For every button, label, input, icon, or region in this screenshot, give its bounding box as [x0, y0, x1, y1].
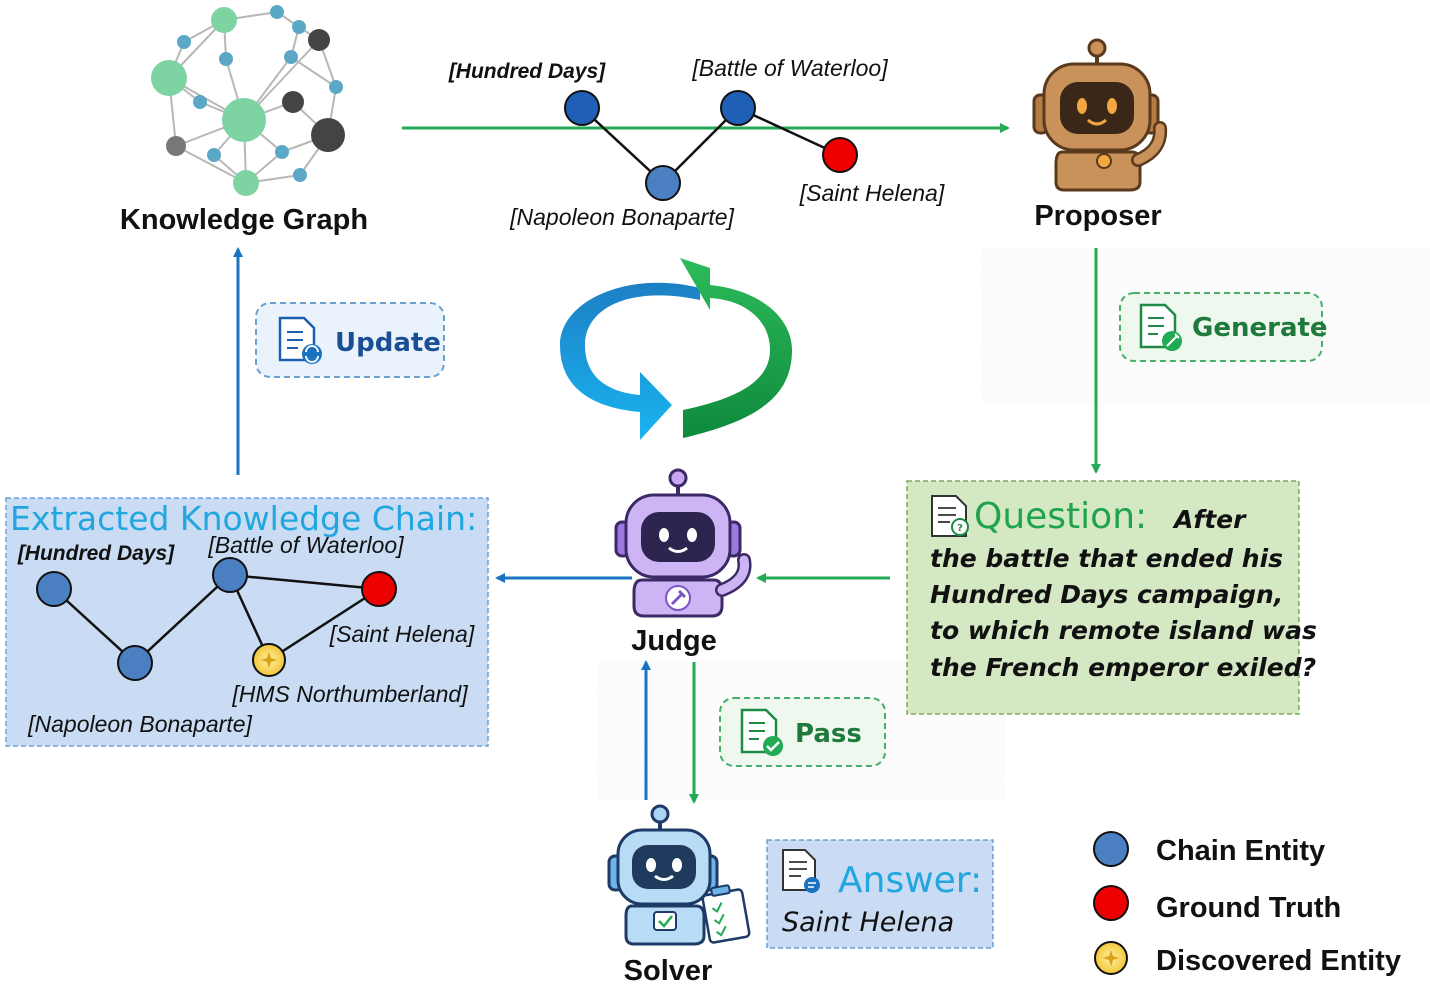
answer-title: Answer: [838, 860, 982, 901]
extracted-chain-title: Extracted Knowledge Chain: [10, 499, 477, 538]
entity-label: [Hundred Days] [448, 60, 606, 83]
legend-ground-truth-swatch [1093, 885, 1129, 921]
ground-truth-node [361, 571, 397, 607]
sparkle-icon [1103, 950, 1119, 966]
pass-label: Pass [795, 719, 862, 749]
entity-label: [Hundred Days] [17, 542, 175, 565]
refresh-icon [302, 344, 322, 364]
legend-chain-entity: Chain Entity [1156, 835, 1325, 867]
gavel-icon [665, 585, 691, 611]
generate-label: Generate [1192, 313, 1328, 343]
answer-value: Saint Helena [782, 907, 954, 938]
question-line: to which remote island was [930, 616, 1317, 645]
entity-label: [Saint Helena] [329, 621, 475, 647]
proposer-label: Proposer [1034, 200, 1161, 232]
robot-icon [1032, 38, 1168, 192]
chain-entity-node [564, 90, 600, 126]
document-icon: ? [931, 495, 969, 537]
solver-label: Solver [624, 955, 713, 987]
chain-entity-node [720, 90, 756, 126]
top-chain [564, 90, 858, 201]
question-line: After [1172, 505, 1247, 534]
question-line: Hundred Days campaign, [930, 580, 1283, 609]
entity-label: [Battle of Waterloo] [691, 55, 888, 81]
entity-label: [Battle of Waterloo] [207, 532, 404, 558]
network-graph-icon [151, 5, 345, 196]
update-label: Update [335, 328, 441, 358]
ground-truth-node [822, 137, 858, 173]
judge-label: Judge [631, 625, 716, 657]
entity-label: [Saint Helena] [799, 180, 945, 206]
question-title: Question: [974, 496, 1147, 537]
knowledge-graph-label: Knowledge Graph [120, 204, 368, 236]
entity-label: [Napoleon Bonaparte] [27, 711, 252, 737]
svg-text:?: ? [957, 523, 963, 534]
chain-entity-node [212, 557, 248, 593]
chain-entity-node [117, 645, 153, 681]
entity-label: [HMS Northumberland] [231, 681, 468, 707]
question-line: the French emperor exiled? [930, 653, 1316, 682]
extracted-chain [36, 557, 397, 681]
sparkle-icon [1162, 331, 1182, 351]
legend: Chain Entity Ground Truth Discovered Ent… [1093, 831, 1401, 977]
robot-icon [607, 804, 719, 946]
checkmark-icon [763, 736, 783, 756]
document-icon [782, 849, 820, 893]
extracted-chain-box [5, 497, 489, 747]
legend-ground-truth: Ground Truth [1156, 892, 1341, 924]
chain-entity-node [36, 571, 72, 607]
question-box [906, 480, 1300, 715]
entity-label: [Napoleon Bonaparte] [509, 204, 734, 230]
question-line: the battle that ended his [930, 544, 1283, 573]
clipboard-icon [701, 884, 751, 944]
chain-entity-node [645, 165, 681, 201]
cycle-arrows-icon [560, 258, 792, 440]
legend-discovered-entity: Discovered Entity [1156, 945, 1401, 977]
legend-chain-entity-swatch [1093, 831, 1129, 867]
